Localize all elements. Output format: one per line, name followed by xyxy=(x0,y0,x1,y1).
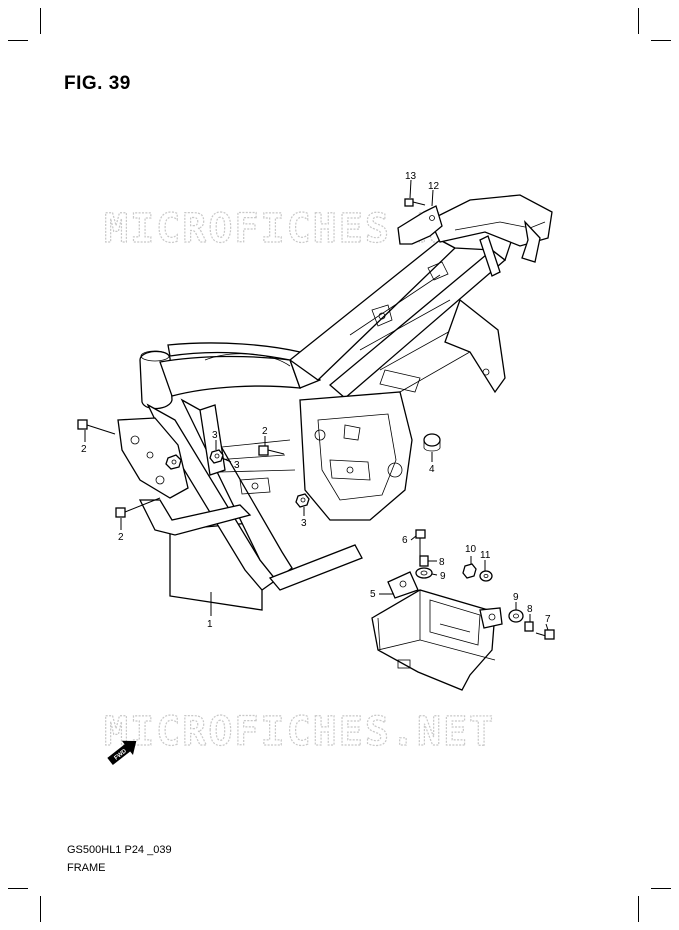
section-name: FRAME xyxy=(67,862,106,874)
trim-mark xyxy=(40,8,41,34)
callout-6: 6 xyxy=(402,535,408,546)
callout-8-lower: 8 xyxy=(527,604,533,615)
callout-1: 1 xyxy=(207,619,213,630)
trim-mark xyxy=(638,896,639,922)
engine-hanger-plate xyxy=(117,417,189,499)
trim-mark xyxy=(40,896,41,922)
trim-mark xyxy=(651,40,671,41)
part-3-nut-mid xyxy=(209,449,224,464)
callout-9-lower: 9 xyxy=(513,592,519,603)
part-2-bolt-lower-left xyxy=(115,497,161,518)
rear-bracket xyxy=(444,298,506,394)
trim-mark xyxy=(651,888,671,889)
part-3-nut-left xyxy=(165,454,182,470)
battery-box xyxy=(371,571,503,691)
callout-9-upper: 9 xyxy=(440,571,446,582)
part-12-bracket xyxy=(397,205,443,245)
watermark-bottom: MICROFICHES.NET xyxy=(104,709,495,755)
diagram-code: GS500HL1 P24 _039 xyxy=(67,844,172,856)
leader-lines xyxy=(84,179,549,631)
part-4-cap xyxy=(423,433,441,452)
trim-mark xyxy=(638,8,639,34)
callout-3-lower: 3 xyxy=(301,518,307,529)
main-frame xyxy=(117,194,553,611)
part-9-cushion-lower xyxy=(508,609,524,623)
callout-12: 12 xyxy=(428,181,440,192)
top-spar xyxy=(159,355,301,397)
part-13-bolt xyxy=(404,198,426,207)
callout-3-mid: 3 xyxy=(234,460,240,471)
callout-8-upper: 8 xyxy=(439,557,445,568)
part-8-collar-lower xyxy=(524,621,534,632)
callout-2-lower-left: 2 xyxy=(118,532,124,543)
callout-2-mid: 2 xyxy=(262,426,268,437)
callout-2-upper-left: 2 xyxy=(81,444,87,455)
battery-case xyxy=(371,589,496,691)
part-6-bolt xyxy=(415,529,426,558)
part-11-washer xyxy=(479,570,493,582)
callout-10: 10 xyxy=(465,544,477,555)
callout-4: 4 xyxy=(429,464,435,475)
callout-5: 5 xyxy=(370,589,376,600)
part-8-collar-upper xyxy=(419,555,429,567)
part-2-bolt-mid xyxy=(258,445,285,456)
callout-3-left: 3 xyxy=(212,430,218,441)
battery-box-bracket xyxy=(387,571,419,599)
lower-cradle xyxy=(138,499,252,536)
figure-title: FIG. 39 xyxy=(64,73,131,94)
part-3-nut-lower xyxy=(295,493,310,508)
part-10-nut xyxy=(462,563,477,579)
tail-section xyxy=(429,194,553,247)
trim-mark xyxy=(8,888,28,889)
callout-13: 13 xyxy=(405,171,417,182)
part-9-cushion-upper xyxy=(415,567,433,579)
part-7-bolt xyxy=(535,629,555,640)
trim-mark xyxy=(8,40,28,41)
callout-7: 7 xyxy=(545,614,551,625)
pivot-plate xyxy=(299,391,413,521)
callout-11: 11 xyxy=(480,550,491,561)
part-2-bolt-upper-left xyxy=(77,419,116,435)
